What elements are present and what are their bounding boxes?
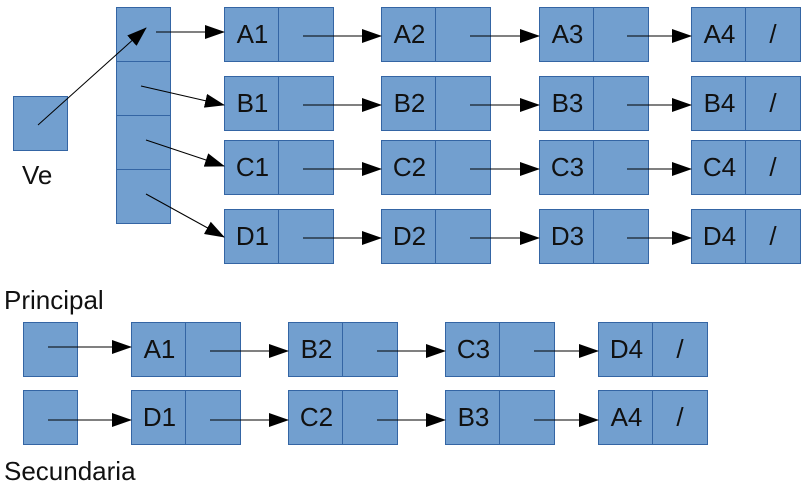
node-value: B2 <box>382 77 436 130</box>
node-value: C3 <box>446 323 500 376</box>
list-node: A1 <box>224 7 334 62</box>
list-node: C3 <box>539 140 649 195</box>
list-node: C2 <box>288 390 398 445</box>
node-pointer <box>436 210 490 263</box>
list-node: A4 / <box>598 390 708 445</box>
array-cell <box>116 169 171 224</box>
node-pointer <box>436 8 490 61</box>
null-pointer: / <box>769 19 777 49</box>
array-cell <box>116 115 171 170</box>
null-pointer: / <box>676 334 684 364</box>
node-pointer <box>436 141 490 194</box>
list-node: C1 <box>224 140 334 195</box>
node-value: B2 <box>289 323 343 376</box>
list-node: A2 <box>381 7 491 62</box>
node-value: D2 <box>382 210 436 263</box>
node-pointer <box>594 77 648 130</box>
node-value: A1 <box>225 8 279 61</box>
null-pointer: / <box>769 152 777 182</box>
secundaria-label: Secundaria <box>4 456 136 486</box>
node-value: C1 <box>225 141 279 194</box>
list-node: D1 <box>224 209 334 264</box>
node-value: C2 <box>289 391 343 444</box>
list-node: B3 <box>539 76 649 131</box>
list-node: B2 <box>288 322 398 377</box>
list-node: B1 <box>224 76 334 131</box>
node-value: B4 <box>692 77 746 130</box>
node-pointer <box>279 210 333 263</box>
list-node: C4 / <box>691 140 801 195</box>
list-node: A1 <box>131 322 241 377</box>
array-cell <box>116 7 171 62</box>
node-value: A4 <box>692 8 746 61</box>
list-node: D4 / <box>598 322 708 377</box>
node-value: B1 <box>225 77 279 130</box>
node-pointer <box>500 323 554 376</box>
list-node: B4 / <box>691 76 801 131</box>
node-pointer <box>343 391 397 444</box>
node-pointer <box>343 323 397 376</box>
list-node: B3 <box>445 390 555 445</box>
list-node: A3 <box>539 7 649 62</box>
node-value: D3 <box>540 210 594 263</box>
node-pointer <box>594 141 648 194</box>
node-value: A2 <box>382 8 436 61</box>
ve-pointer-box <box>13 96 68 151</box>
secundaria-head-box <box>23 390 78 445</box>
node-pointer <box>594 8 648 61</box>
node-pointer <box>436 77 490 130</box>
node-value: A4 <box>599 391 653 444</box>
array-cell <box>116 61 171 116</box>
node-value: A3 <box>540 8 594 61</box>
principal-label: Principal <box>4 285 104 315</box>
node-value: B3 <box>446 391 500 444</box>
node-value: C4 <box>692 141 746 194</box>
list-node: C2 <box>381 140 491 195</box>
node-value: B3 <box>540 77 594 130</box>
node-value: C2 <box>382 141 436 194</box>
node-value: A1 <box>132 323 186 376</box>
list-node: D1 <box>131 390 241 445</box>
node-pointer <box>186 391 240 444</box>
node-value: C3 <box>540 141 594 194</box>
node-value: D1 <box>225 210 279 263</box>
node-value: D4 <box>599 323 653 376</box>
list-node: B2 <box>381 76 491 131</box>
node-pointer <box>594 210 648 263</box>
node-pointer <box>500 391 554 444</box>
list-node: C3 <box>445 322 555 377</box>
list-node: D3 <box>539 209 649 264</box>
null-pointer: / <box>769 221 777 251</box>
principal-head-box <box>23 322 78 377</box>
list-node: A4 / <box>691 7 801 62</box>
null-pointer: / <box>676 402 684 432</box>
node-pointer <box>279 141 333 194</box>
list-node: D2 <box>381 209 491 264</box>
ve-label: Ve <box>22 160 53 190</box>
node-pointer <box>279 8 333 61</box>
null-pointer: / <box>769 88 777 118</box>
node-value: D1 <box>132 391 186 444</box>
node-pointer <box>186 323 240 376</box>
node-pointer <box>279 77 333 130</box>
node-value: D4 <box>692 210 746 263</box>
list-node: D4 / <box>691 209 801 264</box>
